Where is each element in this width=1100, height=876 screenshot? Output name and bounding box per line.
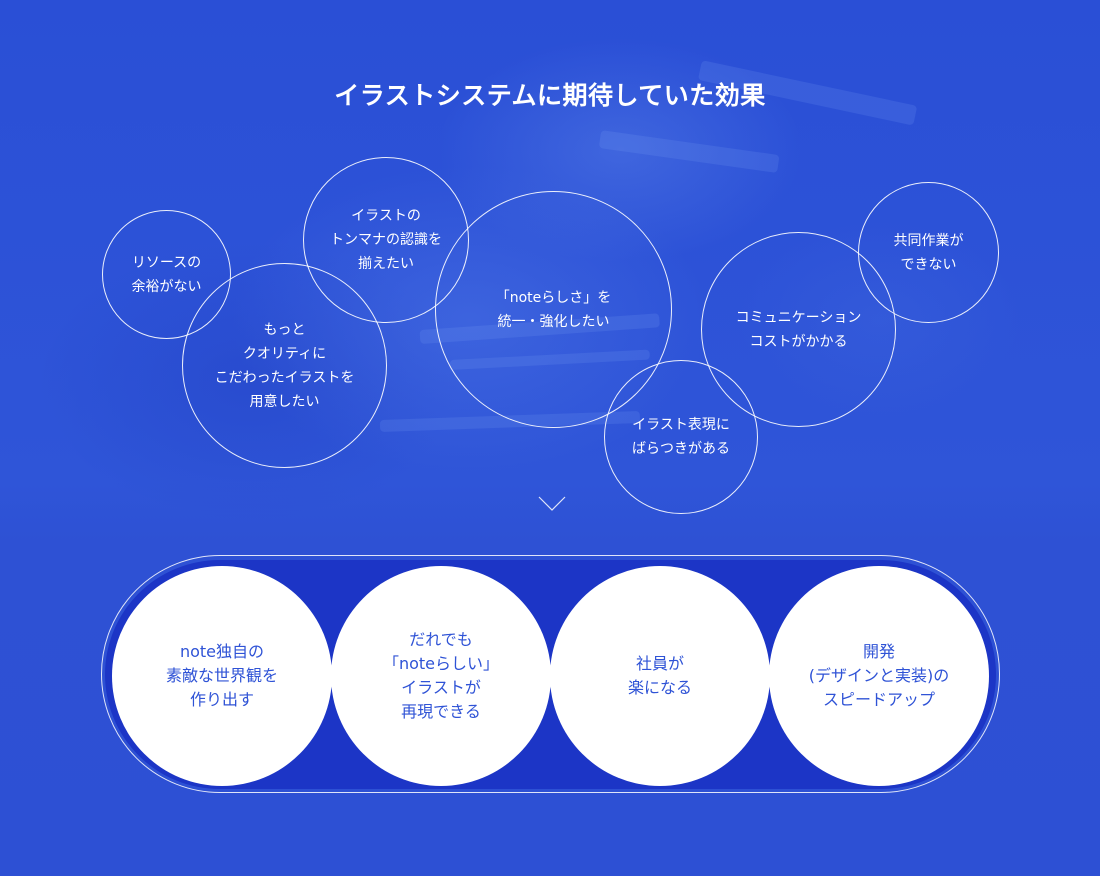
background-streak (598, 130, 780, 173)
issue-bubble-communication-cost: コミュニケーション コストがかかる (701, 232, 896, 427)
section-title: イラストシステムに期待していた効果 (334, 81, 766, 110)
issue-text: 「noteらしさ」を 統一・強化したい (495, 289, 612, 330)
effect-text: だれでも 「noteらしい」 イラストが 再現できる (382, 630, 500, 721)
issue-bubble-tone-manner: イラストの トンマナの認識を 揃えたい (303, 157, 469, 323)
effect-text: 開発 (デザインと実装)の スピードアップ (808, 642, 950, 709)
issue-text: イラスト表現に ばらつきがある (632, 417, 730, 457)
effect-circle-speedup: 開発 (デザインと実装)の スピードアップ (769, 566, 989, 786)
issue-bubble-inconsistency: イラスト表現に ばらつきがある (604, 360, 758, 514)
effect-circle-employees: 社員が 楽になる (550, 566, 770, 786)
effects-container-outline (101, 555, 1000, 793)
effect-text: note独自の 素敵な世界観を 作り出す (165, 642, 278, 709)
chevron-down-icon (538, 496, 566, 511)
issue-text: 共同作業が できない (893, 232, 964, 273)
issue-bubble-note-identity: 「noteらしさ」を 統一・強化したい (435, 191, 672, 428)
issue-bubble-quality: もっと クオリティに こだわったイラストを 用意したい (182, 263, 387, 468)
effect-text: 社員が 楽になる (627, 654, 692, 697)
issue-text: リソースの 余裕がない (131, 254, 202, 295)
effect-circle-worldview: note独自の 素敵な世界観を 作り出す (112, 566, 332, 786)
issue-text: コミュニケーション コストがかかる (735, 309, 862, 350)
issue-text: イラストの トンマナの認識を 揃えたい (330, 208, 442, 272)
issue-text: もっと クオリティに こだわったイラストを 用意したい (214, 321, 355, 410)
effect-circle-reproducible: だれでも 「noteらしい」 イラストが 再現できる (331, 566, 551, 786)
issue-bubble-collaboration: 共同作業が できない (858, 182, 999, 323)
issue-bubble-resources: リソースの 余裕がない (102, 210, 231, 339)
